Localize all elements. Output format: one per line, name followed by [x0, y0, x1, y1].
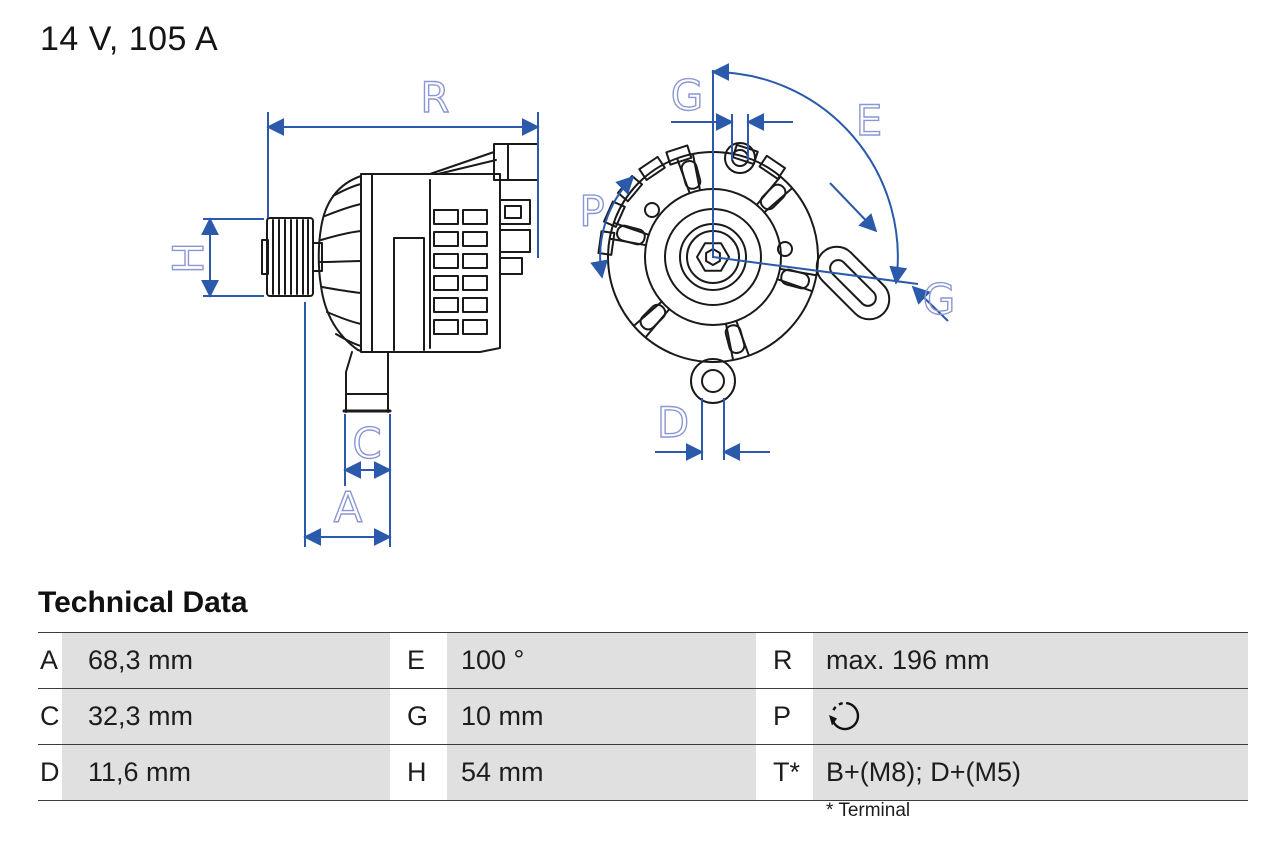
dim-label-g-top: G: [671, 71, 704, 120]
dim-key-p: P: [773, 701, 792, 731]
clockwise-rotation-icon: [829, 701, 860, 730]
dim-value-d: 11,6 mm: [62, 745, 390, 800]
page-title: 14 V, 105 A: [40, 20, 219, 58]
dim-key-h: H: [407, 757, 427, 787]
dim-key-c: C: [40, 701, 60, 731]
technical-data-heading: Technical Data: [38, 586, 248, 619]
dimension-labels: R H C A G E P G D: [163, 70, 956, 532]
dim-key-terminal: T*: [773, 757, 800, 787]
table-row: A 68,3 mm E 100 ° R max. 196 mm: [38, 633, 1248, 689]
dim-value-h: 54 mm: [447, 745, 756, 800]
dim-key-a: A: [40, 645, 59, 675]
terminal-footnote: * Terminal: [826, 800, 911, 821]
dim-label-r: R: [420, 73, 449, 122]
dim-label-d: D: [657, 398, 689, 447]
dim-value-terminal: B+(M8); D+(M5): [813, 745, 1248, 800]
dimension-lines: [201, 63, 949, 547]
dim-D-extension-lines: [701, 398, 725, 460]
side-view-drawing: [261, 143, 539, 413]
dim-label-e: E: [856, 96, 883, 145]
dim-label-c: C: [352, 419, 381, 468]
technical-data-table: A 68,3 mm E 100 ° R max. 196 mm C 32,3 m…: [38, 632, 1248, 801]
dim-key-r: R: [773, 645, 793, 675]
dim-value-a: 68,3 mm: [62, 633, 390, 688]
dim-key-g: G: [407, 701, 429, 731]
alternator-technical-drawing: R H C A G E P G D: [163, 63, 956, 547]
mounting-foot: [342, 351, 392, 413]
front-view-drawing: [597, 142, 891, 404]
dim-key-d: D: [40, 757, 60, 787]
dim-key-e: E: [407, 645, 426, 675]
dim-value-c: 32,3 mm: [62, 689, 390, 744]
dim-E-arc: [711, 63, 908, 285]
dim-value-p: [813, 689, 1248, 744]
pulley: [261, 217, 323, 297]
connector-and-terminals: [429, 143, 539, 275]
fan-housing: [317, 175, 362, 352]
dim-value-g: 10 mm: [447, 689, 756, 744]
side-slot-ear: [815, 245, 891, 321]
dim-label-h: H: [164, 242, 213, 274]
bolt-holes: [644, 202, 793, 257]
dim-E-radial-arrow: [829, 182, 878, 233]
cooling-fins: [433, 209, 488, 335]
table-row: C 32,3 mm G 10 mm P: [38, 689, 1248, 745]
dim-P-rotation-arc: [590, 175, 635, 279]
dim-value-e: 100 °: [447, 633, 756, 688]
table-row: D 11,6 mm H 54 mm T* B+(M8); D+(M5): [38, 745, 1248, 801]
dim-label-a: A: [334, 483, 363, 532]
alternator-body: [360, 173, 501, 353]
dim-label-p: P: [579, 187, 604, 236]
dim-value-r: max. 196 mm: [813, 633, 1248, 688]
dim-label-g-side: G: [923, 275, 956, 324]
bottom-mounting-ear: [690, 358, 736, 404]
dim-Gside-leader-arrow: [911, 285, 949, 322]
